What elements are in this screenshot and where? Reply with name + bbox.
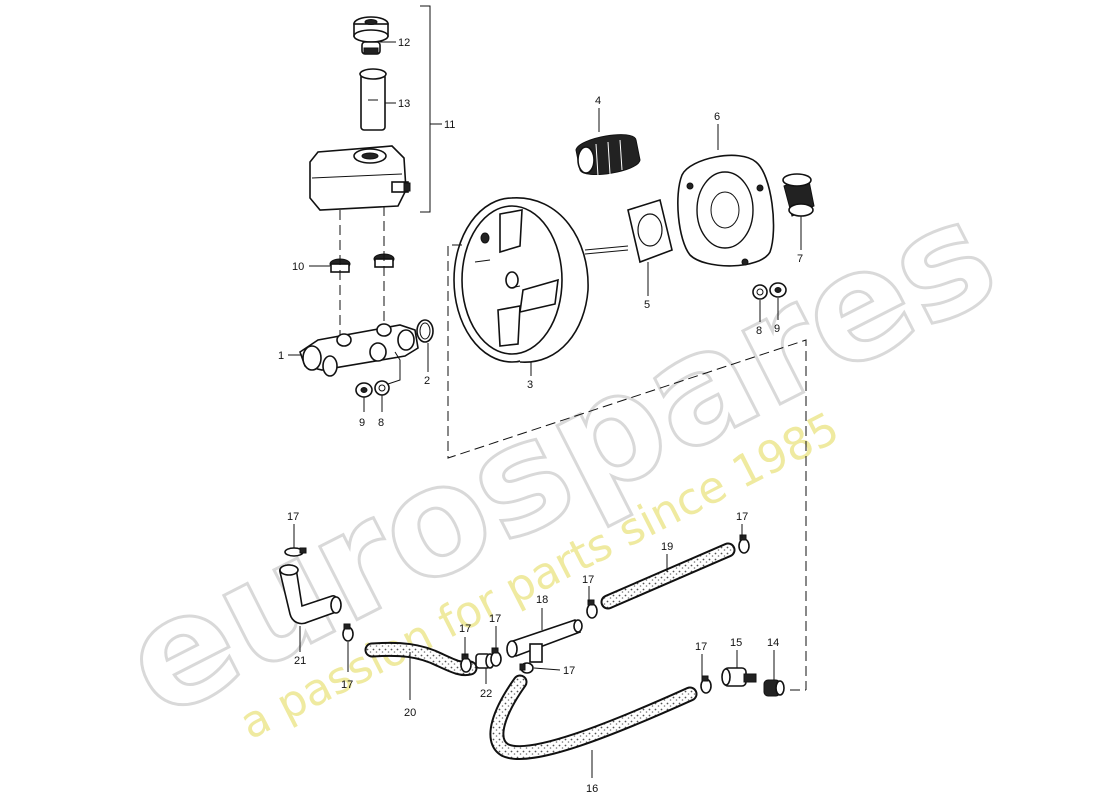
hose-clamp-d[interactable]	[490, 647, 502, 667]
leader-lines	[288, 41, 802, 778]
master-cylinder[interactable]	[299, 323, 419, 377]
elbow-hose-21[interactable]	[279, 564, 342, 625]
callout-17f: 17	[582, 574, 594, 586]
hose-clamp-b[interactable]	[342, 623, 354, 642]
callout-17h: 17	[695, 641, 707, 653]
callout-6: 6	[714, 111, 720, 123]
booster-gasket[interactable]	[627, 198, 673, 264]
callout-4: 4	[595, 95, 601, 107]
callout-17e: 17	[563, 665, 575, 677]
master-cylinder-washer[interactable]	[374, 380, 390, 396]
callout-17b: 17	[341, 679, 353, 691]
callout-21: 21	[294, 655, 306, 667]
hose-clamp-f[interactable]	[586, 599, 598, 619]
hose-clamp-h[interactable]	[700, 675, 712, 694]
callout-11: 11	[444, 119, 455, 131]
assembly-dash-lines	[339, 206, 807, 691]
callout-22: 22	[480, 688, 492, 700]
callout-8b: 8	[756, 325, 762, 337]
group-bracket-11	[420, 5, 442, 213]
callout-3: 3	[527, 379, 533, 391]
callout-16: 16	[586, 783, 598, 795]
callout-labels: 12 13 11 10 1 2 9 8 3 4 5 6 7 8 9 17 21 …	[278, 37, 803, 795]
callout-1: 1	[278, 350, 284, 362]
brake-booster[interactable]	[453, 197, 629, 363]
grommet-14[interactable]	[763, 679, 785, 697]
callout-13: 13	[398, 98, 410, 110]
callout-18: 18	[536, 594, 548, 606]
callout-9a: 9	[359, 417, 365, 429]
booster-boot[interactable]	[575, 134, 641, 177]
hose-16[interactable]	[489, 674, 698, 761]
callout-19: 19	[661, 541, 673, 553]
callout-10: 10	[292, 261, 304, 273]
master-cylinder-nut[interactable]	[355, 382, 373, 398]
callout-20: 20	[404, 707, 416, 719]
master-cylinder-o-ring[interactable]	[416, 319, 434, 343]
t-piece-18[interactable]	[506, 619, 583, 663]
bracket-nut[interactable]	[769, 282, 787, 298]
hose-clamp-e[interactable]	[519, 662, 534, 674]
brake-fluid-reservoir[interactable]	[309, 145, 411, 211]
callout-2: 2	[424, 375, 430, 387]
callout-17c: 17	[459, 623, 471, 635]
bracket-sleeve[interactable]	[782, 173, 815, 217]
callout-5: 5	[644, 299, 650, 311]
callout-17d: 17	[489, 613, 501, 625]
reservoir-cap[interactable]	[353, 16, 389, 55]
hose-clamp-g[interactable]	[738, 534, 750, 554]
hose-clamp-a[interactable]	[284, 547, 307, 557]
hose-clamp-c[interactable]	[460, 653, 472, 673]
callout-17a: 17	[287, 511, 299, 523]
hose-19[interactable]	[600, 542, 736, 610]
callout-17g: 17	[736, 511, 748, 523]
callout-14: 14	[767, 637, 779, 649]
callout-8a: 8	[378, 417, 384, 429]
bracket-washer[interactable]	[752, 284, 768, 300]
reservoir-strainer[interactable]	[359, 68, 387, 131]
booster-bracket[interactable]	[677, 154, 775, 267]
callout-15: 15	[730, 637, 742, 649]
callout-12: 12	[398, 37, 410, 49]
callout-7: 7	[797, 253, 803, 265]
check-valve-15[interactable]	[721, 667, 757, 687]
callout-9b: 9	[774, 323, 780, 335]
